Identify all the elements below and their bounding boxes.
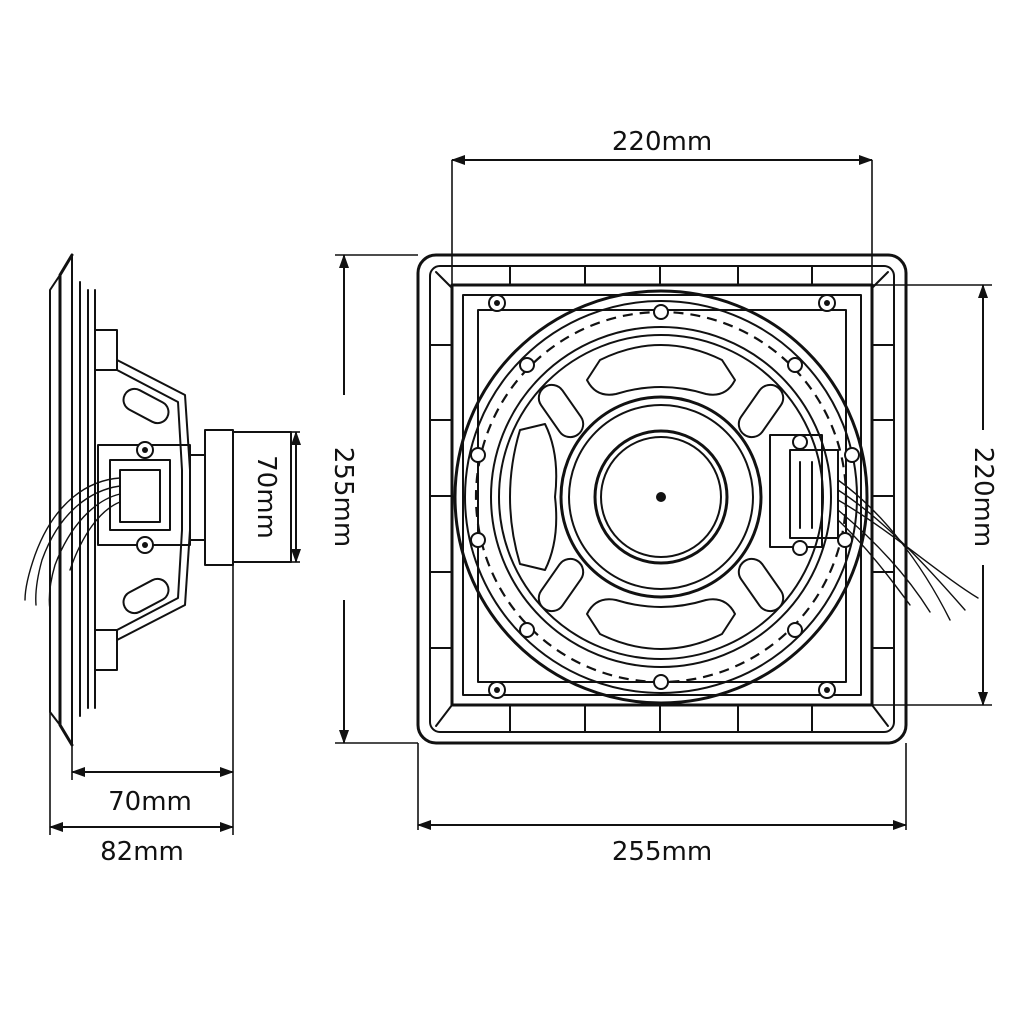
basket-windows [509, 344, 785, 650]
front-bottom-width-label: 255mm [612, 837, 712, 867]
front-top-width-label: 220mm [612, 127, 712, 157]
side-depth-inner-label: 70mm [108, 787, 192, 817]
driver-mount-holes [470, 304, 860, 690]
front-view [416, 253, 979, 745]
side-dimensions: 70mm 70mm 82mm [49, 431, 301, 867]
front-right-height-label: 220mm [968, 447, 998, 547]
side-magnet-diameter-label: 70mm [251, 455, 281, 539]
side-depth-total-label: 82mm [100, 837, 184, 867]
front-outer-height-label: 255mm [328, 447, 358, 547]
terminal-block [769, 434, 979, 621]
corner-screws [488, 294, 836, 699]
front-dimensions: 220mm 255mm 220mm 255mm [328, 127, 998, 867]
bezel-ribs [429, 265, 895, 733]
